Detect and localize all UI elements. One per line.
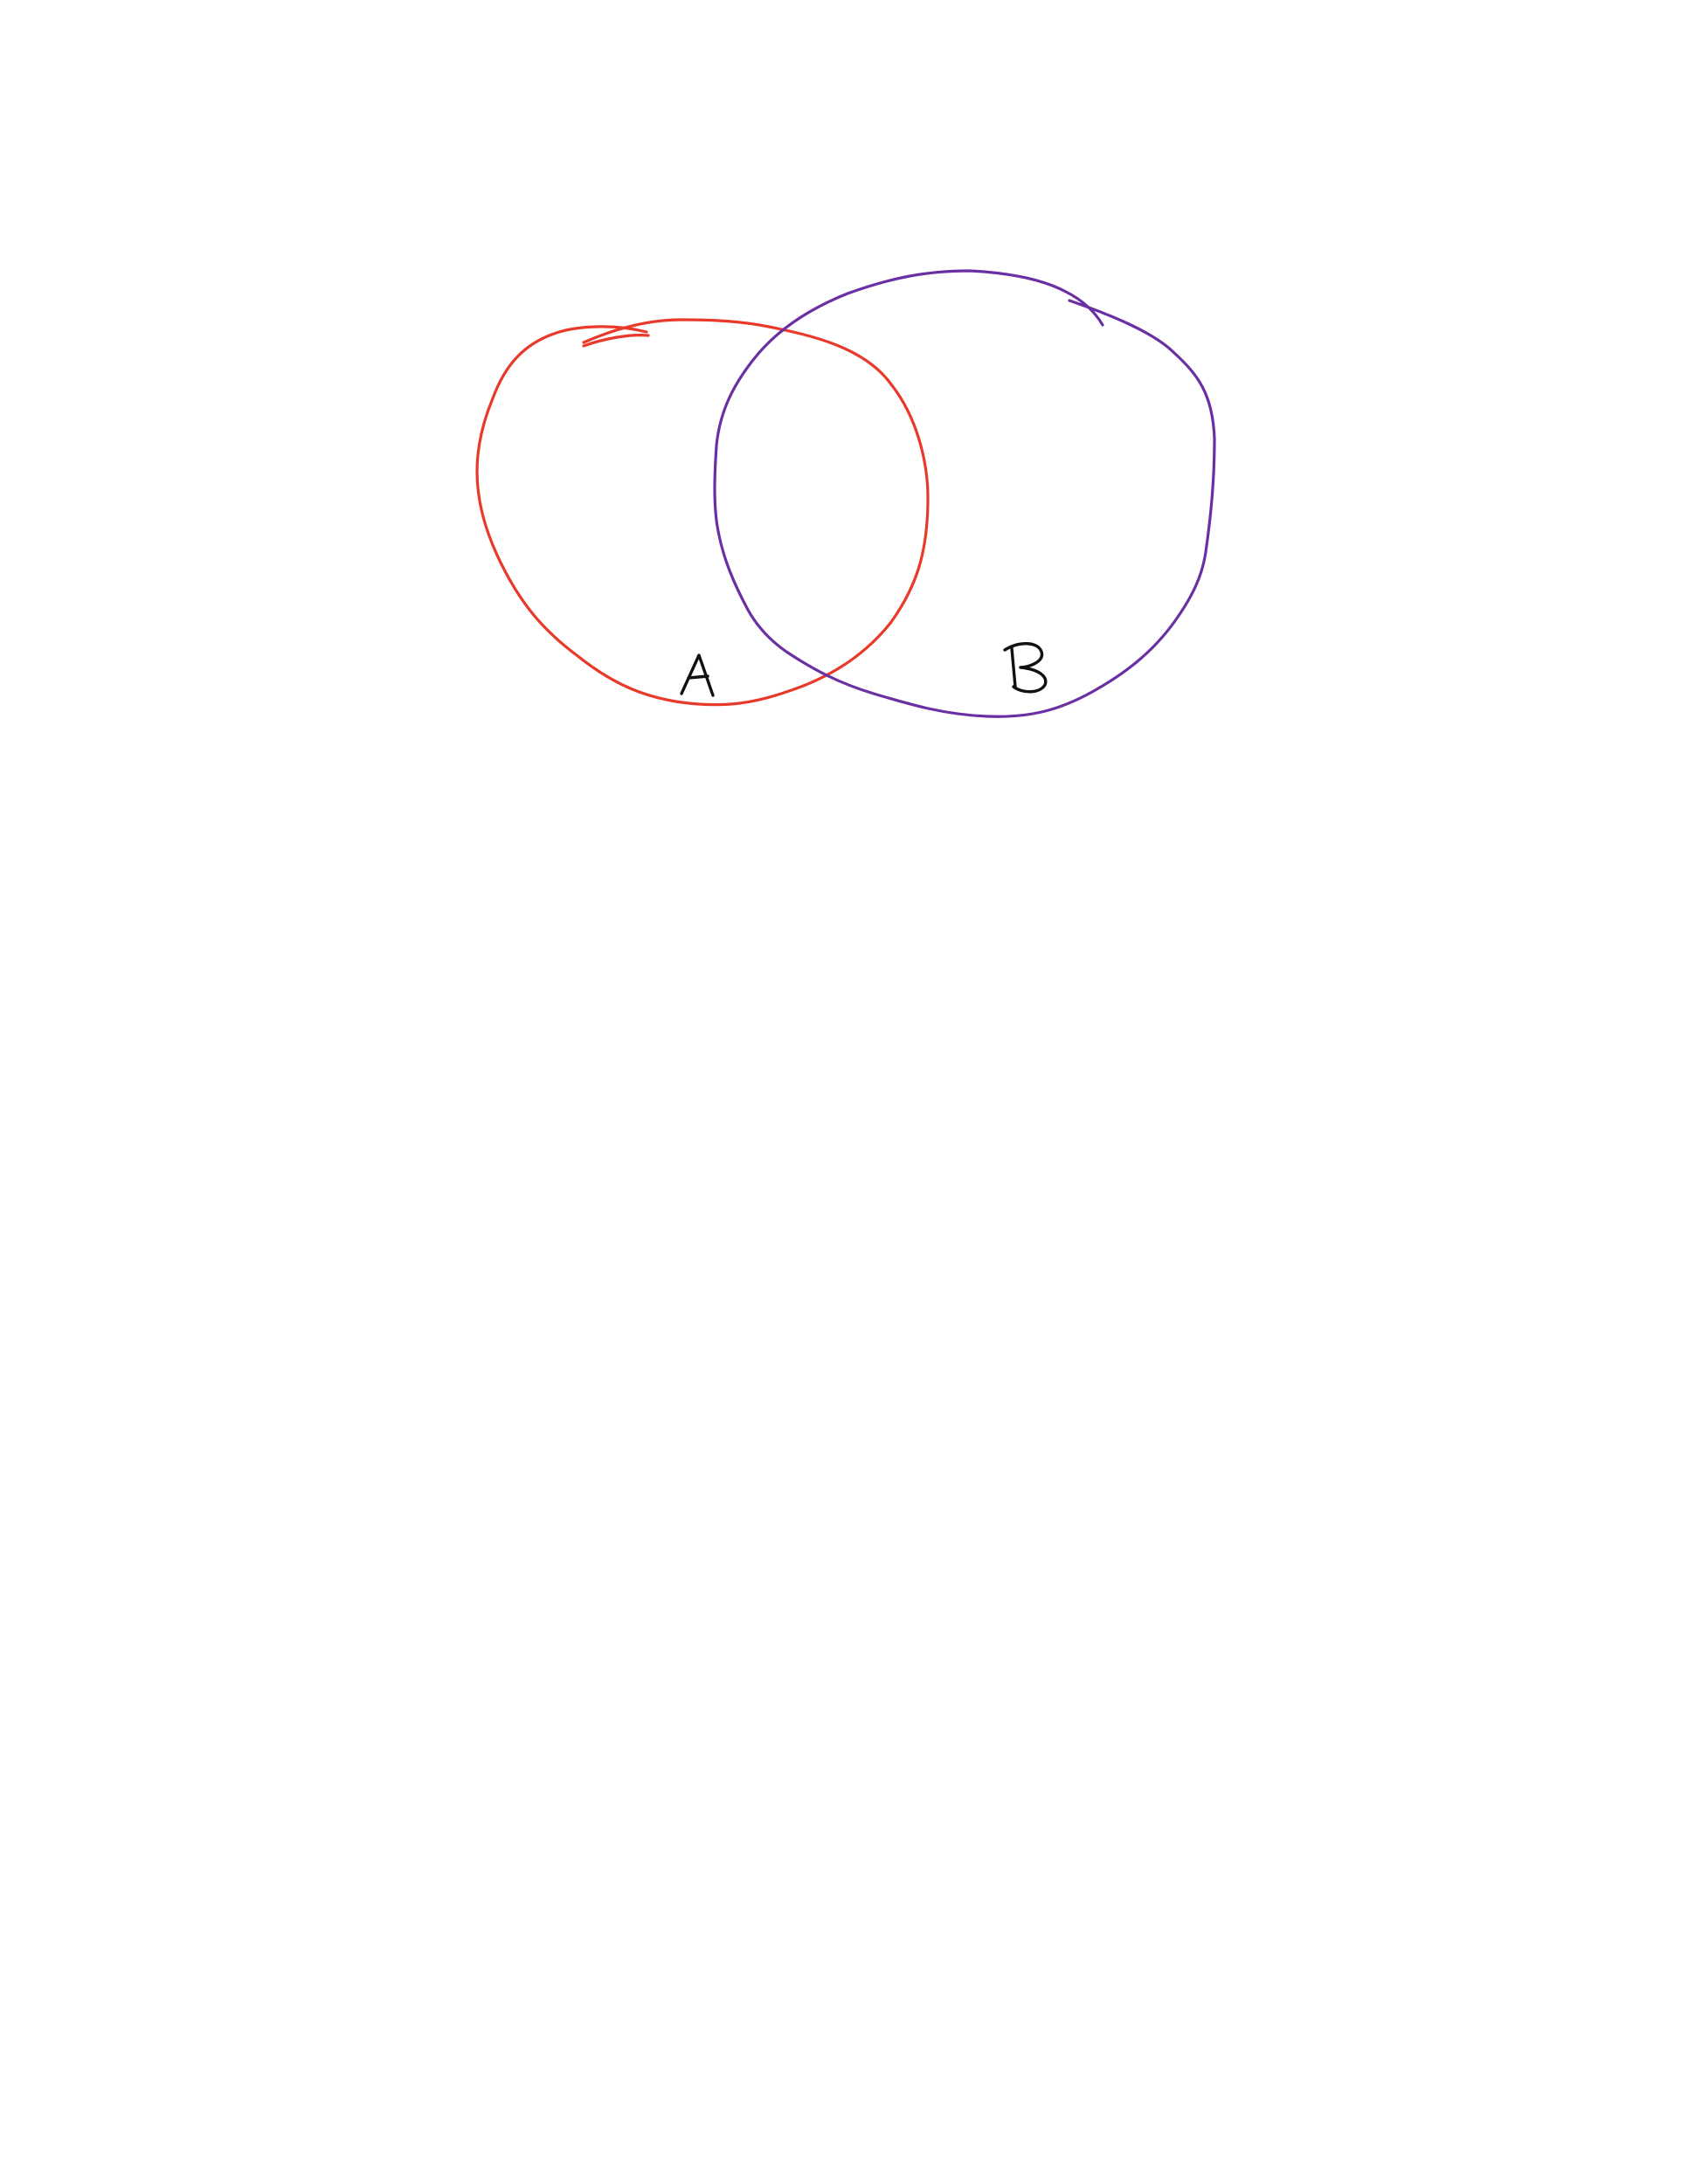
label-a-glyph	[680, 653, 715, 697]
set-a	[475, 318, 930, 707]
set-b-outline	[713, 269, 1216, 718]
label-b-strokes	[1003, 642, 1048, 694]
set-a-overlap-tick	[582, 334, 650, 348]
set-b	[713, 269, 1216, 718]
label-b-glyph	[1003, 642, 1048, 694]
set-a-outline	[475, 318, 930, 707]
label-a-strokes	[680, 653, 715, 697]
